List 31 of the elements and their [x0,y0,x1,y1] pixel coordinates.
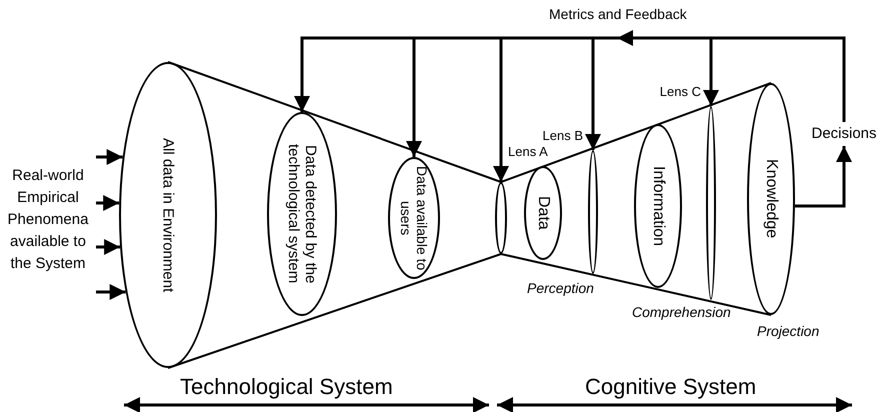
node-text: All data in Environment [160,138,176,292]
lens-ellipse [588,150,598,274]
ellipse [634,124,682,288]
lens-label: Lens B [542,127,583,145]
text-label: Cognitive System [585,373,756,401]
arrow [96,195,120,211]
node-text: Data [534,196,552,230]
node-text: Knowledge [762,159,780,239]
lens-ellipse [495,182,507,254]
node-text: Information [649,166,667,246]
lens-label: Lens C [660,83,701,101]
arrow [795,146,852,208]
arrow [96,239,120,255]
node-text: Data detected by the technological system [285,143,319,286]
text-label: Technological System [180,373,393,401]
ellipse [119,62,217,368]
ellipse [524,166,562,260]
node-text: Data available to users [398,164,430,272]
arrow [96,284,126,300]
arrow [703,36,846,122]
ellipse [747,83,795,315]
ellipse [267,112,337,316]
text-label: Lens A [508,143,548,161]
node-text: Real-world Empirical Phenomena available to the System [6,166,90,274]
text-label: Comprehension [632,303,731,322]
node-text: Decisions [812,124,876,144]
lens-ellipse [706,106,716,300]
arrow [96,149,123,165]
text-label: Perception [527,279,594,298]
text-label: Projection [757,322,820,341]
ellipse [388,157,440,279]
